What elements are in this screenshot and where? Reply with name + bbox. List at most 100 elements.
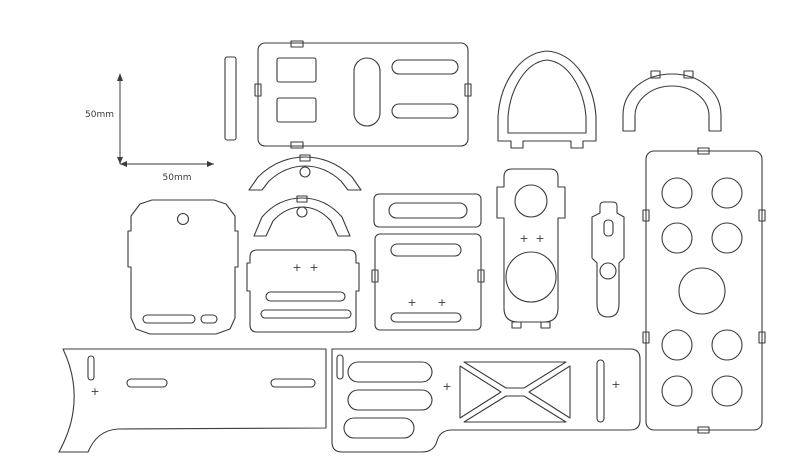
slot-cutout [391, 103, 459, 119]
slot-cutout [142, 314, 196, 324]
edge-notch [540, 321, 551, 329]
hole-cutout [176, 212, 190, 226]
arrow-up-icon [117, 73, 123, 81]
edge-notch [697, 426, 710, 434]
truss-cutout [463, 395, 567, 423]
scale-vertical-label: 50mm [85, 110, 114, 120]
arrow-left-icon [120, 161, 127, 167]
hole-cutout [678, 267, 726, 315]
upper-arch-part [248, 154, 362, 191]
plus-mark: + [519, 232, 528, 245]
part-outline [622, 73, 722, 132]
slot-cutout [265, 291, 346, 302]
slotted-plate-part: + + [246, 249, 360, 333]
part-outline [58, 348, 327, 453]
slot-cutout [347, 389, 433, 411]
part-outline [373, 193, 482, 228]
hole-cutout [711, 177, 743, 209]
plus-mark: + [437, 296, 446, 309]
fuselage-tail-part: + [58, 348, 327, 453]
part-outline [645, 150, 763, 431]
edge-notch [697, 147, 710, 155]
inner-cutout [507, 59, 587, 134]
hole-cutout [661, 375, 693, 407]
rect-cutout [276, 97, 317, 123]
bulkhead-former-part [127, 199, 239, 335]
edge-notch [290, 141, 304, 149]
hole-cutout [711, 375, 743, 407]
large-slot-plate-part: + + [371, 233, 485, 331]
edge-notch [642, 209, 650, 222]
plus-mark: + [309, 261, 318, 274]
slot-cutout [336, 354, 344, 380]
hole-cutout [296, 206, 308, 218]
top-deck-plate-part [254, 40, 472, 149]
slot-cutout [200, 314, 218, 324]
edge-notch [371, 269, 379, 283]
motor-former-part: + + [496, 168, 566, 329]
hole-cutout [711, 329, 743, 361]
edge-notch [477, 269, 485, 283]
plus-mark: + [442, 380, 451, 393]
slot-cutout [603, 219, 614, 237]
canopy-former-part [497, 50, 597, 149]
spar-strip-part [224, 56, 237, 141]
slot-cutout [390, 312, 462, 323]
arrow-right-icon [207, 161, 214, 167]
slot-cutout [270, 378, 316, 388]
slot-cutout [596, 359, 605, 423]
edge-notch [642, 331, 650, 344]
arrow-down-icon [117, 157, 123, 164]
arch-bracket-part [622, 70, 722, 132]
slot-cutout [388, 202, 468, 219]
slot-cutout [260, 309, 352, 319]
edge-notch [254, 83, 262, 97]
part-outline [257, 42, 469, 147]
plus-mark: + [292, 261, 301, 274]
truss-cutout [463, 361, 567, 389]
slot-cutout [390, 243, 462, 257]
hole-cutout [514, 184, 548, 218]
hole-cutout [661, 222, 693, 254]
plus-mark: + [611, 378, 620, 391]
truss-cutout [528, 365, 571, 419]
part-outline [591, 201, 625, 318]
hole-cutout [711, 222, 743, 254]
rect-cutout [276, 57, 317, 83]
scale-horizontal-label: 50mm [163, 173, 192, 183]
part-outline [253, 197, 351, 237]
fuselage-side-part: + + [331, 348, 641, 453]
part-outline [248, 156, 362, 191]
hole-cutout [599, 262, 617, 280]
edge-notch [650, 70, 661, 79]
hole-cutout [661, 177, 693, 209]
plus-mark: + [407, 296, 416, 309]
edge-notch [296, 195, 308, 203]
small-slot-plate-part [373, 193, 482, 228]
part-outline [224, 56, 237, 141]
scale-indicator: 50mm 50mm [85, 73, 214, 183]
lightening-plate-part [642, 147, 766, 434]
part-outline [246, 249, 360, 333]
narrow-rib-part [591, 201, 625, 318]
plus-mark: + [90, 385, 99, 398]
lower-arch-part [253, 195, 351, 237]
slot-cutout [87, 355, 95, 381]
hole-cutout [505, 251, 557, 303]
edge-notch [758, 209, 766, 222]
edge-notch [511, 321, 522, 329]
slot-cutout [353, 57, 381, 127]
part-outline [496, 168, 566, 323]
part-outline [127, 199, 239, 335]
part-outline [497, 50, 597, 149]
part-outline [331, 348, 641, 453]
plus-mark: + [535, 232, 544, 245]
edge-notch [299, 154, 311, 162]
edge-notch [683, 70, 694, 79]
slot-cutout [391, 59, 459, 75]
slot-cutout [126, 378, 168, 388]
truss-cutout [459, 365, 502, 419]
slot-cutout [343, 417, 415, 439]
